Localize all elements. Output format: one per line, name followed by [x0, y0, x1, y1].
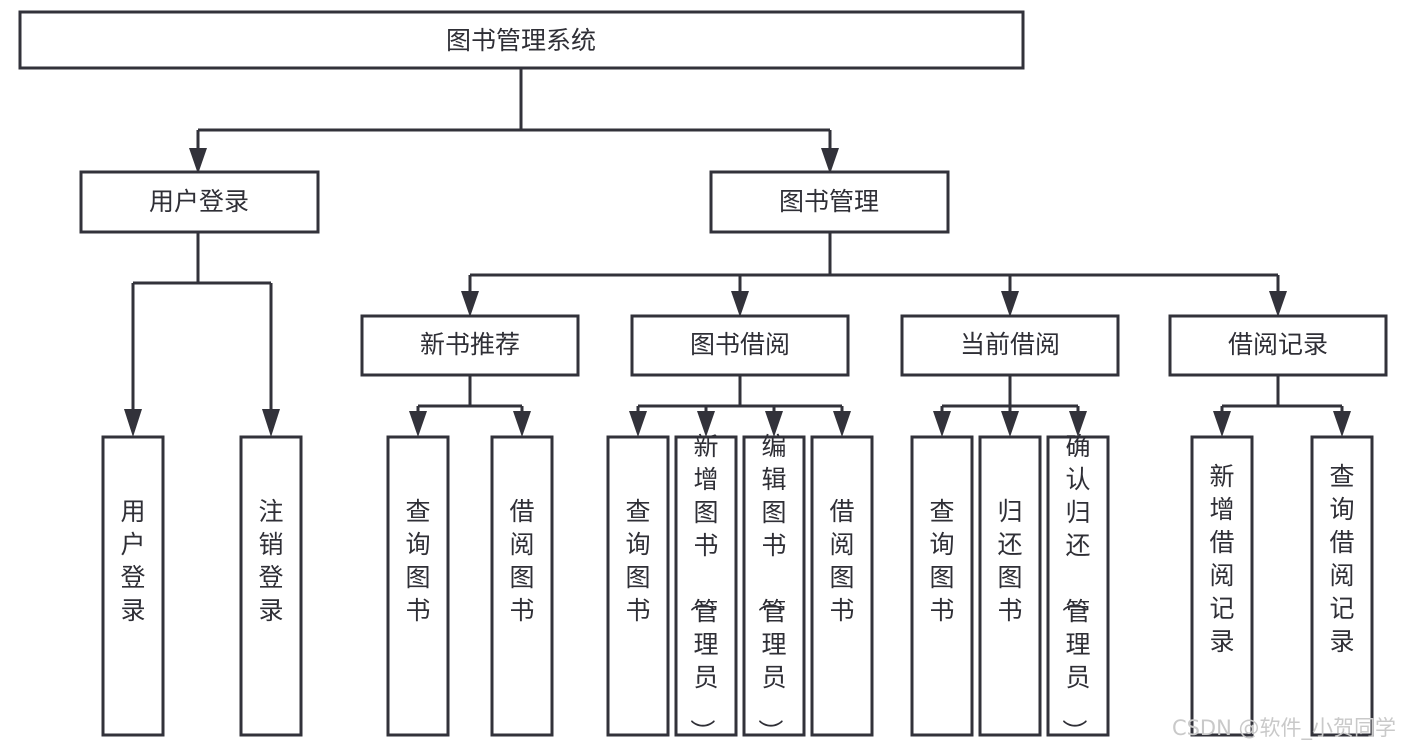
node-current-borrow-box[interactable] — [900, 314, 1120, 377]
node-root[interactable]: 图书管理系统 — [18, 10, 1025, 70]
leaf-edit-book[interactable]: 编辑图书（管理员） — [742, 432, 806, 744]
node-current-borrow-label: 当前借阅 — [960, 330, 1060, 359]
leaf-query-book-3-label: 查询图书 — [929, 497, 954, 625]
leaf-logout-label: 注销登录 — [258, 497, 283, 625]
node-book-borrow[interactable]: 图书借阅 — [630, 314, 850, 377]
leaf-borrow-book-2-box[interactable] — [810, 435, 874, 737]
leaf-borrow-book-1-label: 借阅图书 — [509, 497, 534, 625]
arrow-to-leaf-return-book — [1001, 411, 1019, 437]
leaf-logout-box[interactable] — [239, 435, 303, 737]
leaf-confirm-return-box[interactable] — [1046, 435, 1110, 737]
arrow-to-borrow-record — [1269, 291, 1287, 317]
connector-new-book-recommend-bus — [416, 375, 524, 414]
leaf-add-record-box[interactable] — [1190, 435, 1254, 737]
leaf-query-book-2-box[interactable] — [606, 435, 670, 737]
node-new-book-recommend-label: 新书推荐 — [420, 330, 520, 359]
leaf-query-record-label: 查询借阅记录 — [1329, 462, 1354, 656]
leaf-borrow-book-1[interactable]: 借阅图书 — [490, 435, 554, 737]
leaf-return-book[interactable]: 归还图书 — [978, 435, 1042, 737]
leaf-borrow-book-2[interactable]: 借阅图书 — [810, 435, 874, 737]
node-root-label: 图书管理系统 — [446, 26, 596, 55]
arrow-to-current-borrow — [1001, 291, 1019, 317]
arrow-to-leaf-query-book-3 — [933, 411, 951, 437]
node-new-book-recommend-box[interactable] — [360, 314, 580, 377]
leaf-user-login[interactable]: 用户登录 — [101, 435, 165, 737]
arrow-to-leaf-edit-book — [765, 411, 783, 437]
arrow-to-leaf-query-book-2 — [629, 411, 647, 437]
arrow-to-book-borrow — [731, 291, 749, 317]
leaf-edit-book-label: 编辑图书（管理员） — [755, 432, 786, 744]
node-book-management-box[interactable] — [709, 170, 950, 234]
node-user-login-box[interactable] — [79, 170, 320, 234]
leaf-confirm-return[interactable]: 确认归还（管理员） — [1046, 432, 1110, 744]
arrow-to-leaf-confirm-return — [1069, 411, 1087, 437]
leaf-return-book-label: 归还图书 — [997, 497, 1022, 625]
node-borrow-record[interactable]: 借阅记录 — [1168, 314, 1388, 377]
leaf-query-book-1-box[interactable] — [386, 435, 450, 737]
connector-borrow-record-bus — [1220, 375, 1344, 414]
arrow-to-new-book-recommend — [461, 291, 479, 317]
connector-current-borrow-bus — [940, 375, 1080, 414]
arrow-to-leaf-borrow-book-1 — [513, 411, 531, 437]
arrow-to-leaf-borrow-book-2 — [833, 411, 851, 437]
node-book-management[interactable]: 图书管理 — [709, 170, 950, 234]
arrow-to-leaf-query-book-1 — [409, 411, 427, 437]
csdn-watermark: CSDN @软件_小贺同学 — [1172, 716, 1396, 741]
node-book-borrow-box[interactable] — [630, 314, 850, 377]
connector-user-login-bus — [131, 232, 273, 410]
leaf-edit-book-box[interactable] — [742, 435, 806, 737]
connector-book-management-bus — [468, 232, 1280, 302]
node-book-borrow-label: 图书借阅 — [690, 330, 790, 359]
node-borrow-record-box[interactable] — [1168, 314, 1388, 377]
arrow-to-leaf-user-login — [124, 409, 142, 437]
leaf-confirm-return-label: 确认归还（管理员） — [1059, 432, 1090, 744]
arrow-to-leaf-add-book — [697, 411, 715, 437]
connector-layer — [124, 68, 1351, 437]
leaf-query-record-box[interactable] — [1310, 435, 1374, 737]
node-user-login[interactable]: 用户登录 — [79, 170, 320, 234]
arrow-to-leaf-logout — [262, 409, 280, 437]
node-current-borrow[interactable]: 当前借阅 — [900, 314, 1120, 377]
leaf-add-book[interactable]: 新增图书（管理员） — [674, 432, 738, 744]
leaf-query-book-3-box[interactable] — [910, 435, 974, 737]
arrow-to-user-login — [189, 148, 207, 174]
arrow-to-book-management — [821, 148, 839, 174]
leaf-add-book-label: 新增图书（管理员） — [687, 432, 718, 744]
leaf-user-login-box[interactable] — [101, 435, 165, 737]
leaf-query-book-2-label: 查询图书 — [625, 497, 650, 625]
node-book-management-label: 图书管理 — [779, 187, 879, 216]
connector-book-borrow-bus — [636, 375, 844, 414]
leaf-user-login-label: 用户登录 — [120, 497, 145, 625]
leaf-borrow-book-1-box[interactable] — [490, 435, 554, 737]
leaf-query-book-1-label: 查询图书 — [405, 497, 430, 625]
node-user-login-label: 用户登录 — [149, 187, 249, 216]
leaf-query-book-1[interactable]: 查询图书 — [386, 435, 450, 737]
leaf-add-book-box[interactable] — [674, 435, 738, 737]
leaf-query-record[interactable]: 查询借阅记录 — [1310, 435, 1374, 737]
node-root-box[interactable] — [18, 10, 1025, 70]
node-new-book-recommend[interactable]: 新书推荐 — [360, 314, 580, 377]
leaf-query-book-2[interactable]: 查询图书 — [606, 435, 670, 737]
leaf-add-record-label: 新增借阅记录 — [1209, 462, 1234, 656]
leaf-logout[interactable]: 注销登录 — [239, 435, 303, 737]
leaf-add-record[interactable]: 新增借阅记录 — [1190, 435, 1254, 737]
connector-root-bus — [196, 68, 832, 160]
arrow-to-leaf-add-record — [1213, 411, 1231, 437]
leaf-borrow-book-2-label: 借阅图书 — [829, 497, 854, 625]
leaf-return-book-box[interactable] — [978, 435, 1042, 737]
node-borrow-record-label: 借阅记录 — [1228, 330, 1328, 359]
arrow-to-leaf-query-record — [1333, 411, 1351, 437]
leaf-query-book-3[interactable]: 查询图书 — [910, 435, 974, 737]
